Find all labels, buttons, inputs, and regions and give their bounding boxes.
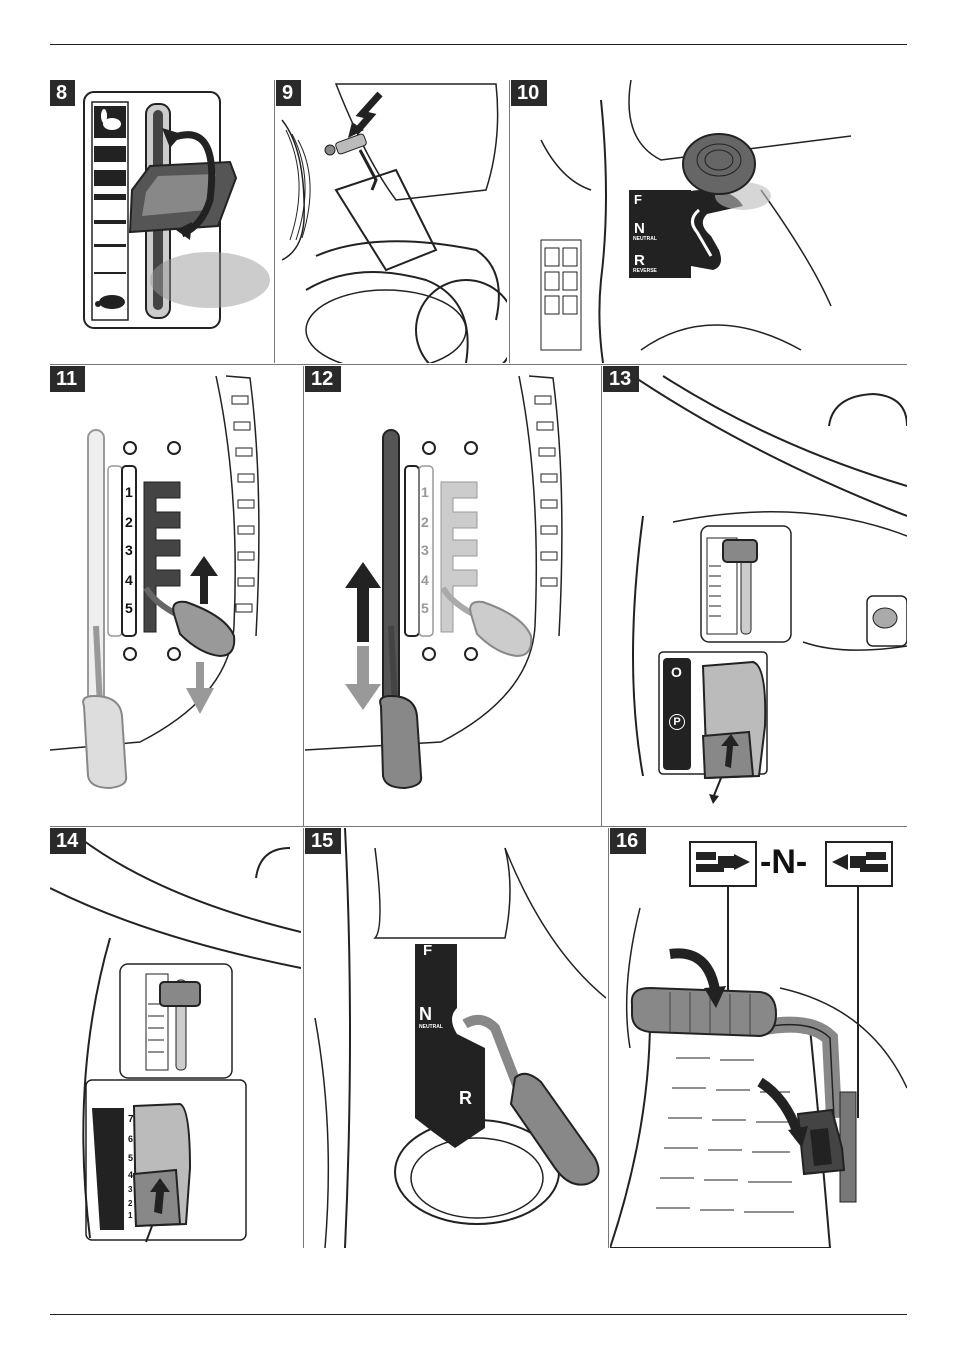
throttle-illustration	[50, 80, 272, 363]
figure-number: 8	[50, 80, 75, 106]
gear-4: 4	[125, 572, 133, 588]
brake-mark-off: O	[671, 664, 682, 680]
divider	[608, 828, 609, 1248]
speed-lever-illustration	[305, 366, 599, 826]
gate-label-r: R	[634, 252, 645, 269]
arrow-down-icon	[345, 646, 381, 710]
gate-label-f: F	[634, 192, 642, 207]
arrow-down-icon	[186, 662, 214, 714]
gear-4: 4	[421, 572, 429, 588]
gear-3: 3	[125, 542, 133, 558]
divider	[274, 80, 275, 363]
divider	[50, 364, 907, 365]
figure-number: 16	[610, 828, 646, 854]
gate-sublabel-reverse: REVERSE	[633, 268, 657, 274]
gate-label-n: N	[634, 220, 645, 237]
scale-5: 5	[128, 1153, 158, 1170]
figure-12: 1 2 3 4 5 12	[305, 366, 599, 826]
gear-lever-illustration	[305, 828, 606, 1248]
cutting-height-illustration	[50, 828, 301, 1248]
gate-sublabel-neutral: NEUTRAL	[419, 1024, 443, 1030]
figure-14: 7 6 5 4 3 2 1 14	[50, 828, 301, 1248]
neutral-label: -N-	[760, 842, 807, 882]
figure-13: O P 13	[603, 366, 907, 826]
divider	[303, 366, 304, 826]
arrow-icon	[356, 94, 380, 132]
figure-15: F N NEUTRAL R 15	[305, 828, 606, 1248]
figure-8: 8	[50, 80, 272, 363]
bottom-rule	[50, 1314, 907, 1315]
gear-1: 1	[125, 484, 133, 500]
gear-1: 1	[421, 484, 429, 500]
top-rule	[50, 44, 907, 45]
gear-5: 5	[125, 600, 133, 616]
figure-9: 9	[276, 80, 507, 363]
gate-label-f: F	[423, 942, 432, 959]
rabbit-icon	[94, 106, 126, 138]
gear-5: 5	[421, 600, 429, 616]
figure-11: 1 2 3 4 5 11	[50, 366, 301, 826]
drive-pedal-illustration	[610, 828, 907, 1248]
scale-4: 4	[128, 1170, 158, 1185]
figure-number: 15	[305, 828, 341, 854]
figure-number: 14	[50, 828, 86, 854]
parking-brake-illustration	[603, 366, 907, 826]
press-arrow-icon	[760, 1082, 798, 1134]
scale-7: 7	[128, 1114, 158, 1134]
figure-number: 13	[603, 366, 639, 392]
figure-16: -N- 16	[610, 828, 907, 1248]
gate-sublabel-neutral: NEUTRAL	[633, 236, 657, 242]
gear-3: 3	[421, 542, 429, 558]
divider	[50, 826, 907, 827]
gate-label-n: N	[419, 1004, 432, 1025]
scale-2: 2	[128, 1199, 158, 1211]
gear-2: 2	[421, 514, 429, 530]
arrow-up-icon	[345, 562, 381, 642]
height-scale: 7 6 5 4 3 2 1	[128, 1114, 158, 1223]
divider	[601, 366, 602, 826]
figure-number: 9	[276, 80, 301, 106]
figure-number: 10	[511, 80, 547, 106]
scale-1: 1	[128, 1211, 158, 1223]
figure-10: F N NEUTRAL R REVERSE 10	[511, 80, 907, 363]
divider	[303, 828, 304, 1248]
gate-label-r: R	[459, 1088, 472, 1109]
arrow-up-icon	[190, 556, 218, 604]
scale-6: 6	[128, 1134, 158, 1153]
turtle-icon	[95, 295, 125, 309]
choke-illustration	[276, 80, 507, 363]
gear-2: 2	[125, 514, 133, 530]
figure-number: 11	[50, 366, 85, 392]
divider	[509, 80, 510, 363]
speed-lever-illustration	[50, 366, 301, 826]
scale-3: 3	[128, 1185, 158, 1199]
gear-lever-illustration	[511, 80, 907, 363]
figure-number: 12	[305, 366, 341, 392]
parking-icon: P	[669, 714, 685, 730]
